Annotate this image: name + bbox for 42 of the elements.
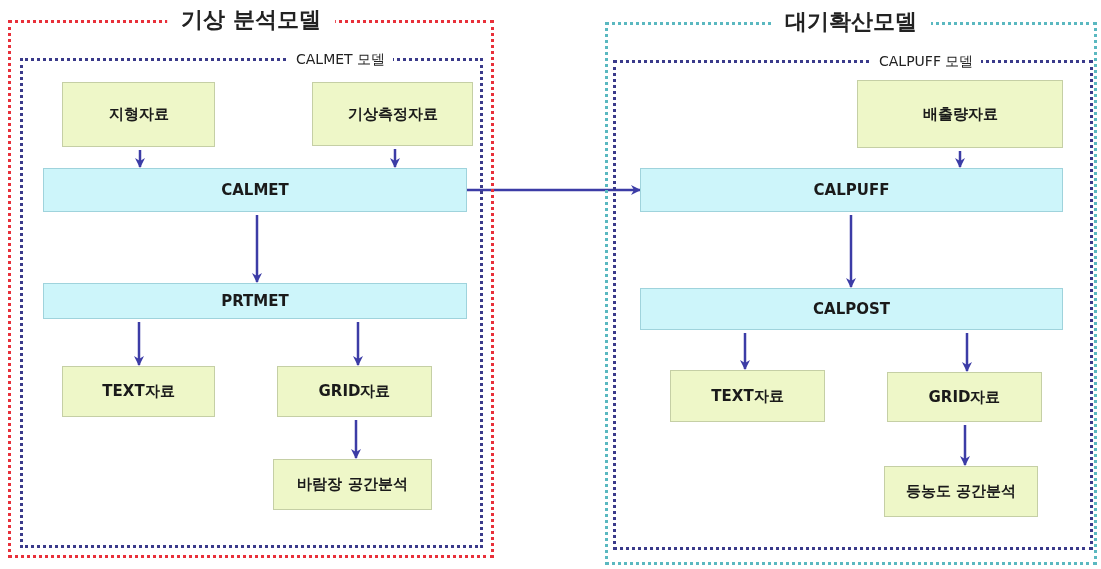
data-box xyxy=(887,372,1042,422)
arrow xyxy=(353,322,363,366)
arrow xyxy=(467,185,641,195)
data-box xyxy=(857,80,1063,148)
section-heading: 기상 분석모델 xyxy=(167,7,335,33)
arrow xyxy=(134,322,144,366)
data-box xyxy=(62,82,215,147)
box-label: GRID자료 xyxy=(928,387,1001,407)
data-box xyxy=(884,466,1038,517)
box-label: CALPUFF xyxy=(813,181,890,199)
box-label: 지형자료 xyxy=(108,105,169,124)
box-label: 기상측정자료 xyxy=(347,104,438,124)
box-label: TEXT자료 xyxy=(711,386,784,406)
arrow xyxy=(740,333,750,370)
data-box xyxy=(273,459,432,510)
box-label: 배출량자료 xyxy=(922,104,998,124)
box-label: 바람장 공간분석 xyxy=(297,475,408,494)
arrow xyxy=(960,425,970,466)
arrow xyxy=(846,215,856,288)
data-box xyxy=(62,366,215,417)
data-box xyxy=(277,366,432,417)
box-label: CALMET xyxy=(221,181,289,199)
section-heading: 대기확산모델 xyxy=(771,9,931,35)
box-label: TEXT자료 xyxy=(102,382,175,401)
arrow xyxy=(390,149,400,168)
arrow xyxy=(962,333,972,372)
arrow xyxy=(135,150,145,168)
box-label: CALPOST xyxy=(813,300,890,318)
group-title: CALMET 모델 xyxy=(288,50,394,68)
arrow xyxy=(351,420,361,459)
process-box xyxy=(640,288,1063,330)
arrow xyxy=(252,215,262,283)
box-label: 등농도 공간분석 xyxy=(905,482,1017,501)
process-box xyxy=(640,168,1063,212)
data-box xyxy=(670,370,825,422)
data-box xyxy=(312,82,473,146)
arrow xyxy=(955,151,965,168)
box-label: GRID자료 xyxy=(318,382,391,401)
group-title: CALPUFF 모델 xyxy=(871,52,982,70)
box-label: PRTMET xyxy=(221,292,289,310)
process-box xyxy=(43,283,467,319)
process-box xyxy=(43,168,467,212)
